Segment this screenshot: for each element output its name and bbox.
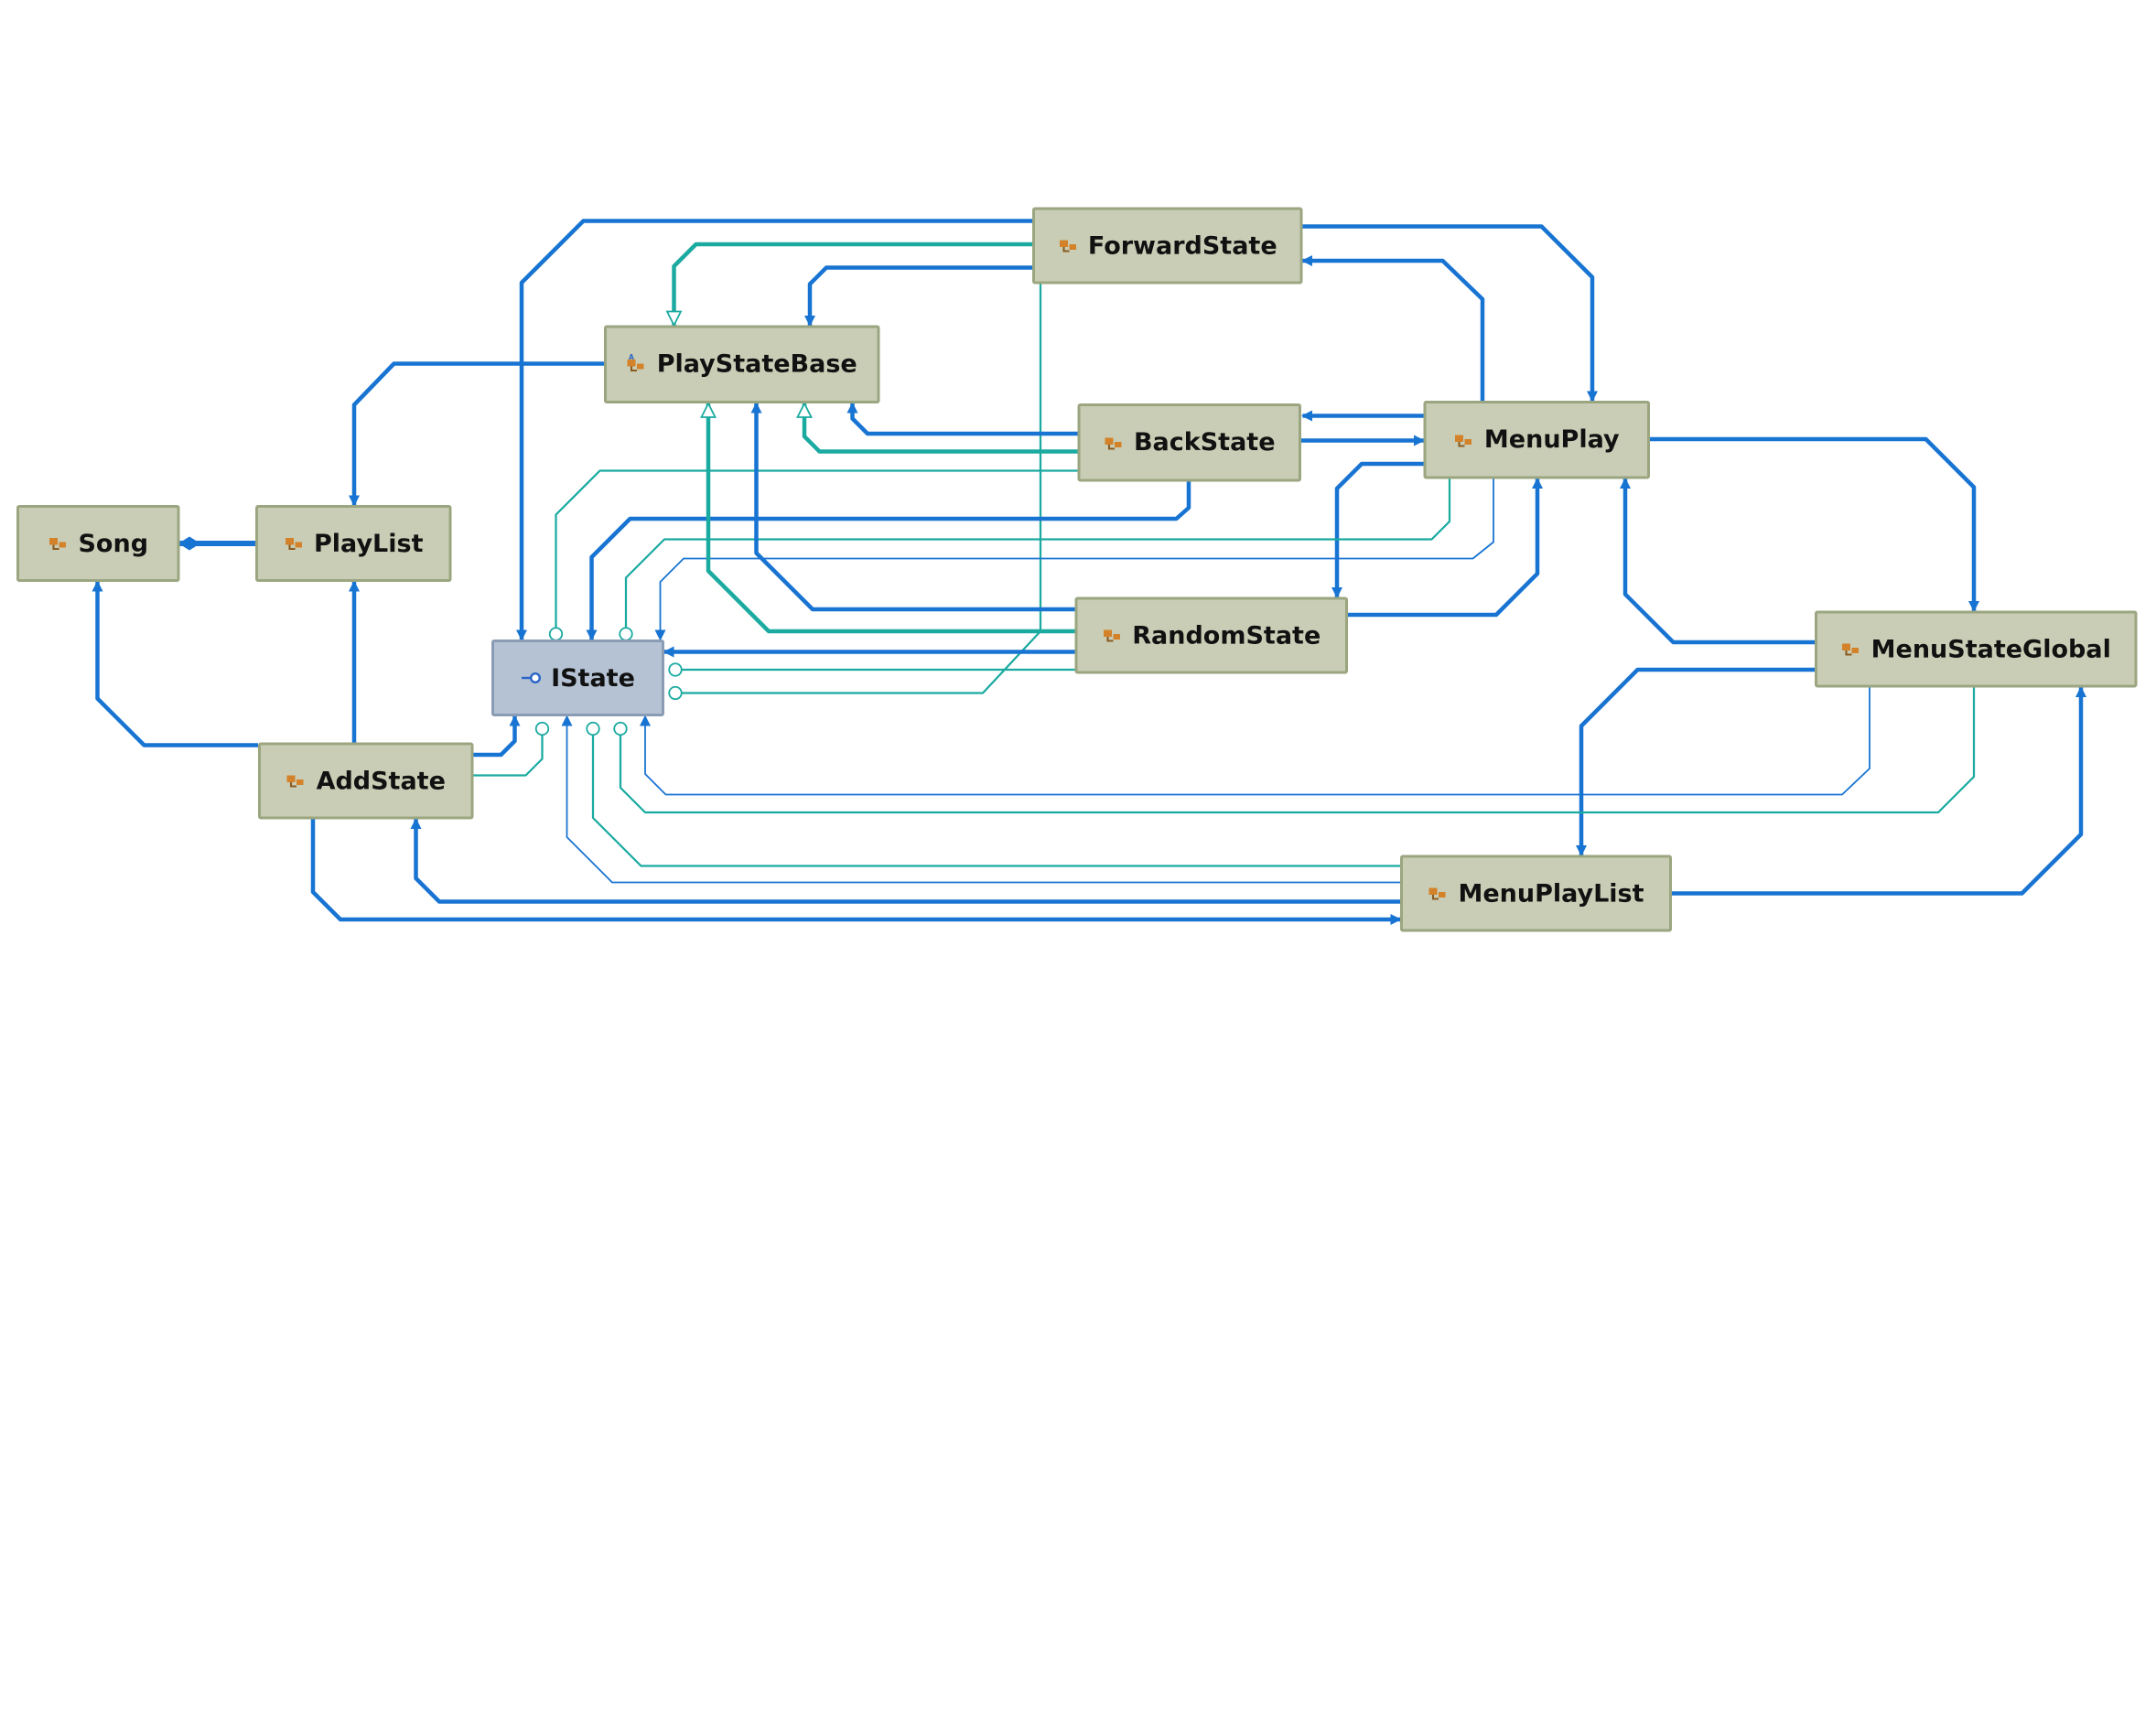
class-icon [1058, 235, 1080, 257]
node-song[interactable]: Song [16, 505, 180, 582]
node-label: RandomState [1132, 620, 1321, 650]
edge-association-menuplaylist-to-menustateglobal [1672, 686, 2086, 896]
class-icon [1841, 639, 1863, 661]
edge-association-randomstate-to-menuplay [1348, 478, 1543, 618]
edge-association-addstate-to-song [92, 580, 258, 747]
node-label: AddState [316, 766, 446, 796]
class-icon [284, 532, 306, 554]
edge-association-menustateglobal-to-menuplaylist [1576, 667, 1815, 856]
edge-association-menuplay-to-forwardstate [1301, 255, 1485, 401]
node-label: ForwardState [1087, 231, 1277, 261]
edge-inheritance-randomstate-to-playstatebase [708, 403, 1075, 634]
node-play-list[interactable]: PlayList [255, 505, 452, 582]
class-icon [1104, 432, 1126, 454]
edge-dependency-menustateglobal-to-istate [640, 687, 1870, 796]
edge-association-forwardstate-to-playstatebase [804, 265, 1032, 327]
edge-association-menuplay-to-randomstate [1331, 461, 1424, 598]
class-icon [286, 770, 308, 792]
edge-realization-forwardstate-to-istate [668, 284, 1042, 701]
edge-dependency-menuplay-to-istate [654, 478, 1494, 641]
node-label: IState [551, 663, 635, 693]
node-random-state[interactable]: RandomState [1074, 597, 1348, 674]
edge-dependency-menuplaylist-to-istate [561, 715, 1400, 884]
node-label: PlayStateBase [656, 349, 857, 380]
edge-inheritance-backstate-to-playstatebase [804, 403, 1078, 454]
diagram-edges [92, 219, 2086, 925]
edge-realization-menuplaylist-to-istate [586, 721, 1400, 867]
edge-association-addstate-to-menuplaylist [310, 819, 1402, 925]
node-label: MenuPlayList [1458, 878, 1644, 908]
node-play-state-base[interactable]: A PlayStateBase [604, 325, 880, 403]
abstract-class-icon: A [627, 353, 649, 375]
edge-association-backstate-to-playstatebase [846, 402, 1078, 436]
edge-association-playstatebase-to-playlist [349, 361, 604, 507]
edge-association-addstate-to-istate [473, 715, 521, 758]
edge-realization-addstate-to-istate [473, 721, 550, 777]
node-add-state[interactable]: AddState [258, 742, 474, 820]
edge-association-menuplaylist-to-addstate [410, 818, 1400, 904]
edge-association-menuplay-to-menustateglobal [1650, 436, 1979, 612]
class-icon [1454, 429, 1476, 451]
edge-association-forwardstate-to-menuplay [1302, 224, 1598, 403]
node-menu-play[interactable]: MenuPlay [1423, 401, 1650, 479]
interface-icon [521, 667, 543, 689]
svg-text:A: A [630, 353, 635, 360]
class-icon [1428, 883, 1450, 905]
edge-association-randomstate-to-playstatebase [750, 402, 1075, 612]
edge-association-menustateglobal-to-menuplay [1620, 478, 1815, 645]
edge-association-backstate-to-istate [586, 481, 1191, 641]
edge-inheritance-forwardstate-to-playstatebase [674, 242, 1032, 326]
node-label: MenuStateGlobal [1870, 634, 2111, 664]
class-icon [1102, 625, 1124, 647]
node-istate[interactable]: IState [491, 640, 664, 716]
class-icon [48, 532, 70, 554]
node-label: PlayList [314, 529, 424, 558]
edge-association-forwardstate-to-istate [516, 219, 1032, 641]
node-label: Song [78, 529, 149, 558]
node-forward-state[interactable]: ForwardState [1032, 207, 1303, 285]
node-label: BackState [1133, 428, 1276, 457]
edge-realization-menuplay-to-istate [619, 478, 1451, 641]
node-label: MenuPlay [1483, 425, 1620, 455]
node-menu-state-global[interactable]: MenuStateGlobal [1815, 610, 2138, 688]
edge-realization-backstate-to-istate [548, 469, 1078, 641]
edge-realization-menustateglobal-to-istate [613, 687, 1976, 814]
node-back-state[interactable]: BackState [1077, 403, 1301, 482]
node-menu-play-list[interactable]: MenuPlayList [1400, 854, 1672, 932]
